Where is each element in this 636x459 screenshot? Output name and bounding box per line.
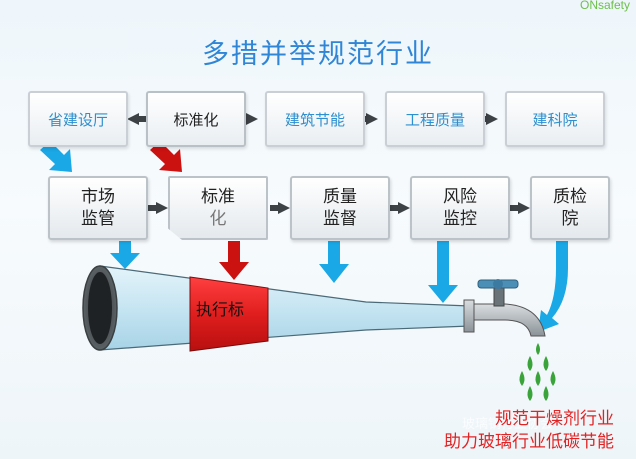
box-line2: 院 <box>561 209 579 229</box>
box-risk-monitoring: 风险监控 <box>410 176 510 240</box>
arrow-right-icon <box>127 113 146 125</box>
arrow-right-icon <box>148 202 168 214</box>
middle-row-arrows <box>148 202 530 214</box>
box-line1: 质量 <box>323 187 357 207</box>
box-line1: 市场 <box>81 187 115 207</box>
box-quality-inspection-institute: 质检院 <box>530 176 610 240</box>
page-title: 多措并举规范行业 <box>202 39 434 70</box>
box-line1: 风险 <box>443 187 477 207</box>
box-standardization: 标准化 <box>146 91 246 147</box>
faucet-icon <box>463 279 546 337</box>
down-arrow-blue-3-icon <box>428 241 458 303</box>
water-drops-icon <box>519 343 556 401</box>
arrow-right-icon <box>270 202 290 214</box>
box-market-supervision: 市场监管 <box>48 176 148 240</box>
arrow-right-icon <box>510 202 530 214</box>
outcome-line2: 助力玻璃行业低碳节能 <box>444 432 614 452</box>
diagonal-arrow-red-icon <box>150 141 182 172</box>
brand-logo: ONsafety <box>579 0 630 12</box>
down-arrow-blue-1-icon <box>110 241 140 269</box>
box-line2: 监控 <box>443 209 477 229</box>
curved-arrow-blue-icon <box>538 241 568 332</box>
down-arrow-red-icon <box>219 241 249 280</box>
box-quality-supervision: 质量监督 <box>290 176 390 240</box>
box-building-energy-saving: 建筑节能 <box>265 91 365 147</box>
box-line2: 化 <box>209 209 227 229</box>
diagonal-arrow-blue-icon <box>40 141 72 172</box>
box-label: 省建设厅 <box>47 110 108 129</box>
box-line2: 监督 <box>323 209 357 229</box>
box-line1: 质检 <box>553 187 587 207</box>
box-engineering-quality: 工程质量 <box>385 91 485 147</box>
box-building-research-institute: 建科院 <box>505 91 605 147</box>
outcome-line1: 规范干燥剂行业 <box>495 409 614 429</box>
funnel-icon <box>82 265 471 352</box>
box-line2: 监管 <box>81 209 115 229</box>
box-standardization-2: 标准化 <box>168 176 268 240</box>
arrow-right-icon <box>390 202 410 214</box>
watermark: 玻璃钢行业协会 <box>462 417 554 432</box>
box-line1: 标准 <box>201 187 235 207</box>
down-arrow-blue-2-icon <box>319 241 349 283</box>
box-label: 标准化 <box>173 110 219 129</box>
box-label: 建科院 <box>532 110 578 129</box>
box-label: 工程质量 <box>404 110 465 129</box>
funnel-label: 执行标 <box>196 300 245 319</box>
box-provincial-construction-dept: 省建设厅 <box>28 91 128 147</box>
box-label: 建筑节能 <box>284 110 345 129</box>
